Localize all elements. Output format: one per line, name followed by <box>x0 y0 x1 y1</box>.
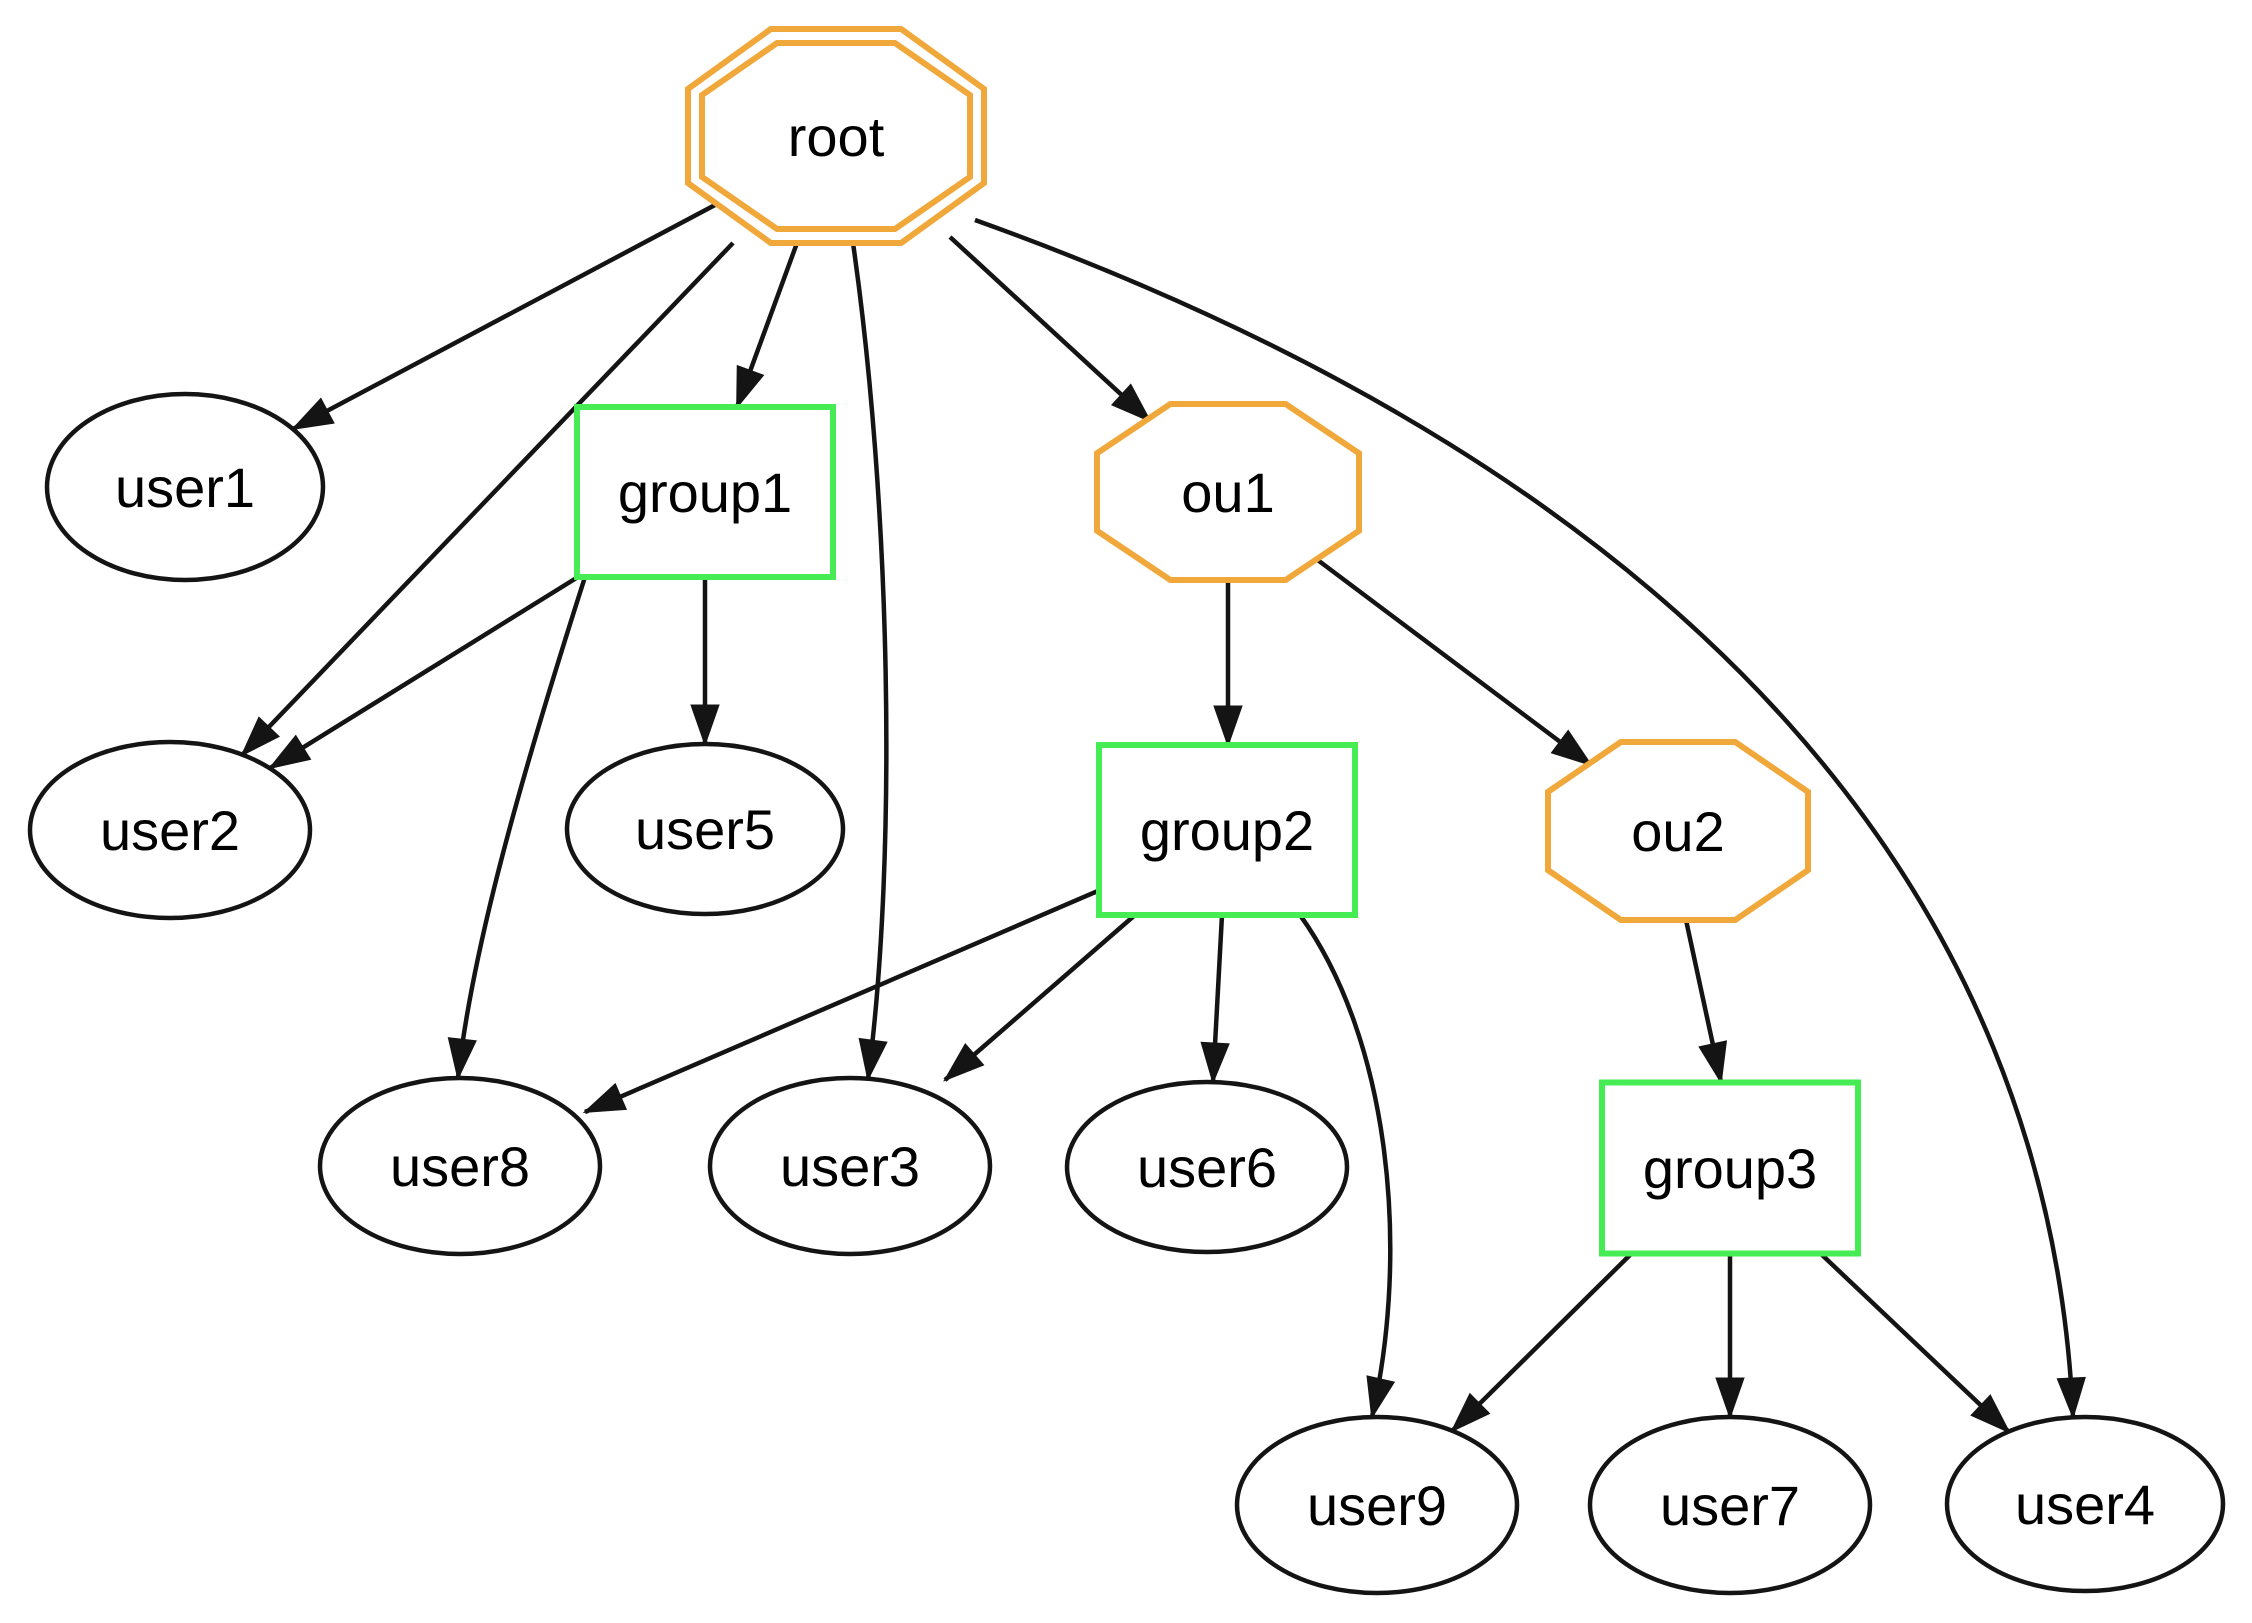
node-user3: user3 <box>707 1075 993 1257</box>
edge-group1-user8 <box>447 576 588 1081</box>
ellipse-shape <box>1234 1414 1520 1596</box>
ellipse-shape <box>44 391 326 583</box>
node-label-group3: group3 <box>1643 1137 1817 1200</box>
ellipse-shape <box>1064 1079 1350 1255</box>
octagon-shape <box>1094 401 1362 583</box>
node-root: root <box>685 26 987 246</box>
nodes-layer: root user1 group1 ou1 user2 user5 group2 ou2 use… <box>27 26 2226 1596</box>
node-label-root: root <box>788 105 885 168</box>
edge-root-user3 <box>850 242 889 1082</box>
node-user5: user5 <box>564 741 846 917</box>
edge-group2-user9 <box>1298 913 1396 1420</box>
edge-root-group1 <box>734 242 800 410</box>
ellipse-shape <box>317 1075 603 1257</box>
node-label-user8: user8 <box>390 1135 530 1198</box>
box-shape <box>574 404 836 580</box>
node-label-group2: group2 <box>1140 799 1314 862</box>
node-user6: user6 <box>1064 1079 1350 1255</box>
ellipse-shape <box>707 1075 993 1257</box>
node-label-group1: group1 <box>618 461 792 524</box>
octagon-shape <box>1545 739 1811 923</box>
node-ou2: ou2 <box>1545 739 1811 923</box>
edge-root-user1 <box>290 203 717 431</box>
node-user2: user2 <box>27 739 313 921</box>
node-label-ou2: ou2 <box>1631 800 1724 863</box>
ellipse-shape <box>564 741 846 917</box>
edge-root-user4 <box>974 217 2086 1420</box>
node-user4: user4 <box>1944 1414 2226 1594</box>
node-label-user9: user9 <box>1307 1474 1447 1537</box>
edge-ou2-group3 <box>1683 919 1728 1085</box>
node-label-user2: user2 <box>100 799 240 862</box>
node-label-user6: user6 <box>1137 1136 1277 1199</box>
ellipse-shape <box>1944 1414 2226 1594</box>
ellipse-shape <box>1587 1414 1873 1596</box>
edge-group3-user4 <box>1818 1251 2011 1434</box>
node-group1: group1 <box>574 404 836 580</box>
box-shape <box>1599 1079 1861 1257</box>
node-user1: user1 <box>44 391 326 583</box>
node-label-user5: user5 <box>635 798 775 861</box>
octagon-shape <box>685 26 987 246</box>
node-label-ou1: ou1 <box>1181 461 1274 524</box>
node-user7: user7 <box>1587 1414 1873 1596</box>
box-shape <box>1096 742 1358 918</box>
node-group2: group2 <box>1096 742 1358 918</box>
edge-group2-user8 <box>582 887 1101 1115</box>
octagon-inner-shape <box>699 40 973 232</box>
edge-root-ou1 <box>948 235 1152 423</box>
node-user8: user8 <box>317 1075 603 1257</box>
edge-group3-user9 <box>1450 1251 1634 1433</box>
edge-group2-user3 <box>943 913 1137 1082</box>
edge-group2-user6 <box>1200 914 1230 1085</box>
ellipse-shape <box>27 739 313 921</box>
edge-ou1-ou2 <box>1313 556 1594 767</box>
node-label-user1: user1 <box>115 456 255 519</box>
edges-layer <box>240 203 2086 1434</box>
edge-group1-user2 <box>267 575 580 770</box>
node-group3: group3 <box>1599 1079 1861 1257</box>
node-label-user4: user4 <box>2015 1473 2155 1536</box>
edge-root-user2 <box>240 241 735 757</box>
node-ou1: ou1 <box>1094 401 1362 583</box>
node-user9: user9 <box>1234 1414 1520 1596</box>
node-label-user3: user3 <box>780 1135 920 1198</box>
node-label-user7: user7 <box>1660 1474 1800 1537</box>
